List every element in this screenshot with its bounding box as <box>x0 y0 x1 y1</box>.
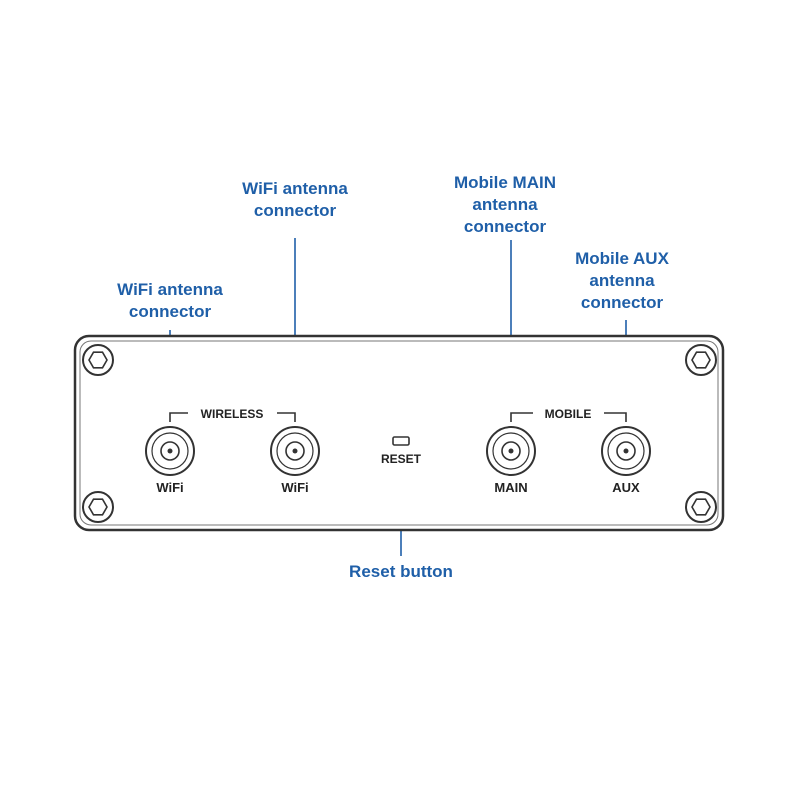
screw-icon <box>82 491 114 523</box>
device-body-inner-edge <box>79 340 719 526</box>
antenna-connector-wifi2 <box>270 426 320 476</box>
callout-wifi-antenna-connector-1: WiFi antenna connector <box>117 279 223 323</box>
mobile-group-bracket <box>510 412 627 422</box>
screw-icon <box>685 344 717 376</box>
reset-button[interactable] <box>392 436 410 446</box>
antenna-connector-wifi1 <box>145 426 195 476</box>
device-body <box>73 334 725 532</box>
callout-line: antenna <box>589 271 655 290</box>
wireless-group-label: WIRELESS <box>201 407 264 421</box>
reset-label: RESET <box>381 452 422 466</box>
callout-line: connector <box>580 293 664 312</box>
callout-line: Mobile MAIN <box>454 173 556 192</box>
callout-mobile-aux-antenna-connector: Mobile AUX antenna connector <box>575 248 669 314</box>
callout-reset-button: Reset button <box>349 561 453 583</box>
callout-line: WiFi antenna <box>117 280 223 299</box>
callout-line: antenna <box>472 195 538 214</box>
callout-line: Mobile AUX <box>575 249 669 268</box>
port-label-wifi1: WiFi <box>156 480 183 495</box>
screw-icon <box>82 344 114 376</box>
mobile-group-label: MOBILE <box>545 407 592 421</box>
callout-line: Reset button <box>349 562 453 581</box>
callout-wifi-antenna-connector-2: WiFi antenna connector <box>242 178 348 222</box>
screw-icon <box>685 491 717 523</box>
callout-mobile-main-antenna-connector: Mobile MAIN antenna connector <box>454 172 556 238</box>
callout-line: connector <box>253 201 337 220</box>
port-label-wifi2: WiFi <box>281 480 308 495</box>
port-label-aux: AUX <box>612 480 640 495</box>
port-label-main: MAIN <box>494 480 527 495</box>
callout-line: connector <box>463 217 547 236</box>
wireless-group-bracket <box>169 412 296 422</box>
antenna-connector-aux <box>601 426 651 476</box>
callout-line: connector <box>128 302 212 321</box>
antenna-connector-main <box>486 426 536 476</box>
callout-line: WiFi antenna <box>242 179 348 198</box>
